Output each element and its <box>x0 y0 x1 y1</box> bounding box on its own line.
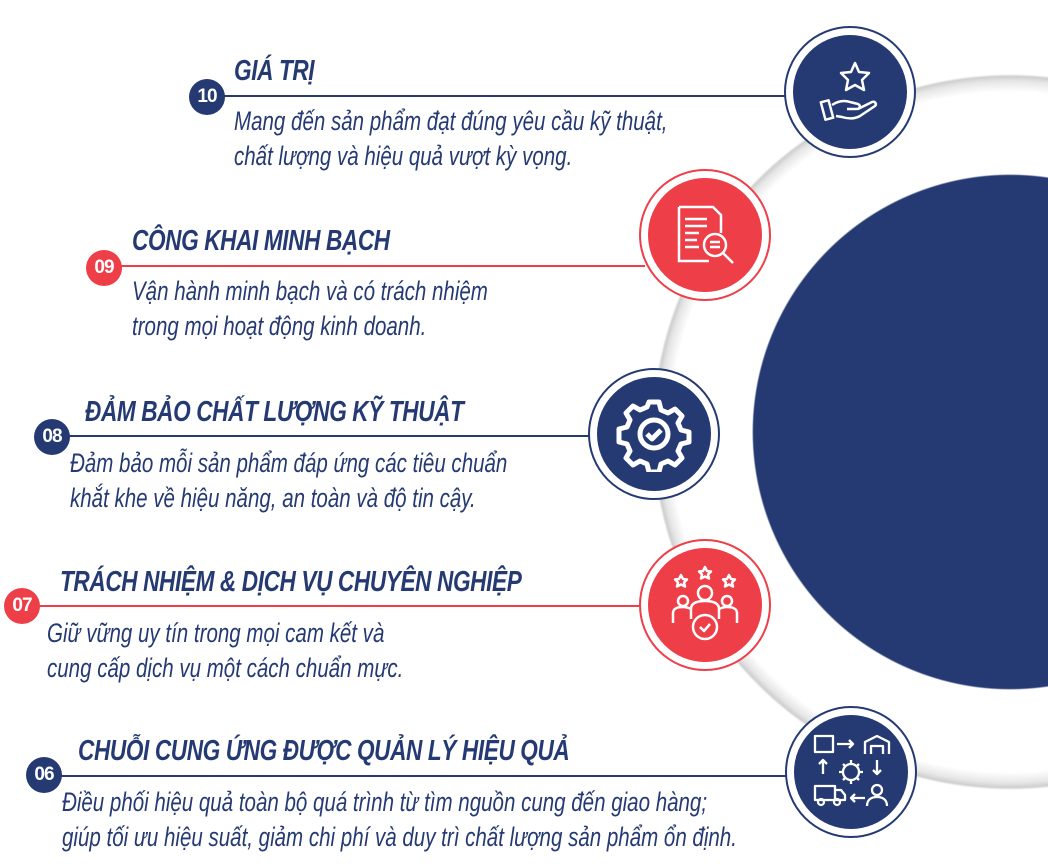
connector-line <box>50 775 790 777</box>
number-badge: 10 <box>189 79 225 115</box>
item-title: TRÁCH NHIỆM & DỊCH VỤ CHUYÊN NGHIỆP <box>60 566 522 598</box>
item-title: CHUỖI CUNG ỨNG ĐƯỢC QUẢN LÝ HIỆU QUẢ <box>78 735 570 767</box>
hand-star-icon <box>784 26 916 158</box>
item-title: CÔNG KHAI MINH BẠCH <box>132 225 390 257</box>
document-search-icon <box>639 169 771 301</box>
connector-line <box>215 95 790 97</box>
item-title: ĐẢM BẢO CHẤT LƯỢNG KỸ THUẬT <box>85 396 464 428</box>
connector-line <box>28 605 643 607</box>
number-badge: 08 <box>34 419 70 455</box>
item-description: Mang đến sản phẩm đạt đúng yêu cầu kỹ th… <box>234 106 668 171</box>
team-stars-icon <box>639 539 771 671</box>
gear-check-icon <box>588 368 720 500</box>
number-badge: 09 <box>86 250 122 286</box>
connector-line <box>110 265 645 267</box>
supply-chain-icon <box>785 706 917 838</box>
item-description: Đảm bảo mỗi sản phẩm đáp ứng các tiêu ch… <box>70 448 508 513</box>
item-description: Điều phối hiệu quả toàn bộ quá trình từ … <box>62 787 737 852</box>
item-title: GIÁ TRỊ <box>234 55 315 87</box>
connector-line <box>60 435 590 437</box>
number-badge: 06 <box>26 757 62 793</box>
number-badge: 07 <box>4 588 40 624</box>
